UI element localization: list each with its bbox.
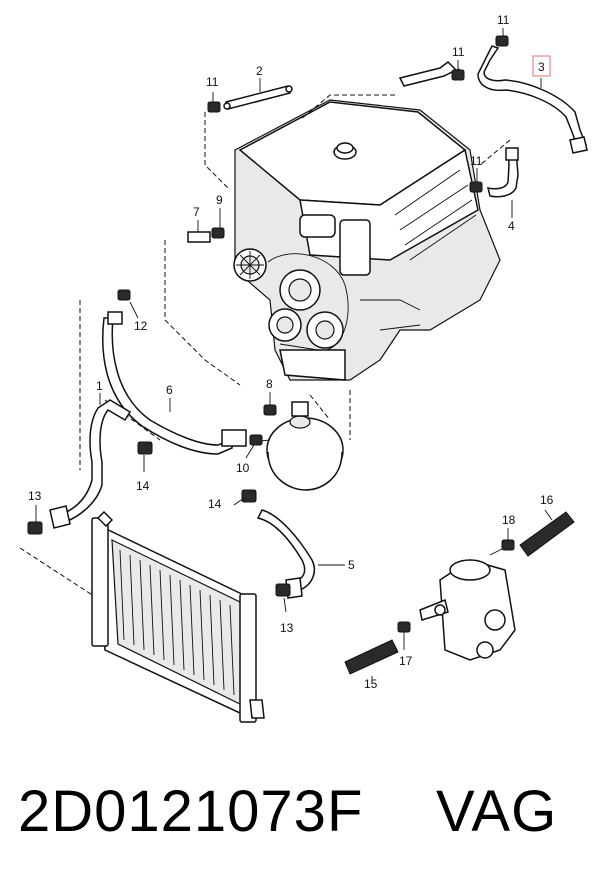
footer: 2D0121073F VAG [18, 778, 588, 858]
callout-11: 11 [470, 154, 483, 168]
callout-10: 10 [236, 461, 250, 475]
callout-12: 12 [134, 319, 148, 333]
callout-11: 11 [206, 75, 219, 89]
callout-6: 6 [166, 383, 173, 397]
callout-8: 8 [266, 377, 273, 391]
callout-15: 15 [364, 677, 378, 691]
callout-9: 9 [216, 193, 223, 207]
callout-11: 11 [452, 45, 465, 59]
part-15-sleeve [344, 639, 399, 684]
callout-5: 5 [348, 558, 355, 572]
callout-2: 2 [256, 64, 263, 78]
callout-7: 7 [193, 205, 200, 219]
expansion-tank [249, 401, 344, 491]
heater-valve [419, 544, 516, 661]
callout-13: 13 [28, 489, 42, 503]
part-5-hose [256, 509, 345, 599]
callout-16: 16 [540, 493, 554, 507]
part-16-sleeve [519, 509, 575, 557]
callout-3: 3 [538, 60, 545, 74]
part-7-hose [187, 220, 211, 243]
part-2-hose [223, 78, 293, 110]
callouts: 11 11 3 2 11 11 9 7 4 12 8 1 6 10 14 13 … [28, 13, 554, 691]
callout-3-highlight-box [532, 55, 551, 77]
callout-14: 14 [136, 479, 150, 493]
brand-name: VAG [436, 779, 558, 844]
callout-1: 1 [96, 379, 103, 393]
part-number: 2D0121073F [18, 779, 364, 844]
callout-4: 4 [508, 219, 515, 233]
callout-17: 17 [399, 654, 413, 668]
part-1-hose [49, 393, 132, 529]
leader-lines [35, 28, 509, 650]
part-4-hose [486, 147, 519, 218]
callout-11: 11 [497, 13, 510, 27]
part-6-hose [102, 311, 247, 455]
clamps [27, 35, 515, 633]
callout-18: 18 [502, 513, 516, 527]
radiator [91, 510, 265, 723]
part-3-hose [477, 45, 588, 154]
engine-block [233, 99, 501, 381]
callout-13: 13 [280, 621, 294, 635]
callout-14: 14 [208, 497, 222, 511]
